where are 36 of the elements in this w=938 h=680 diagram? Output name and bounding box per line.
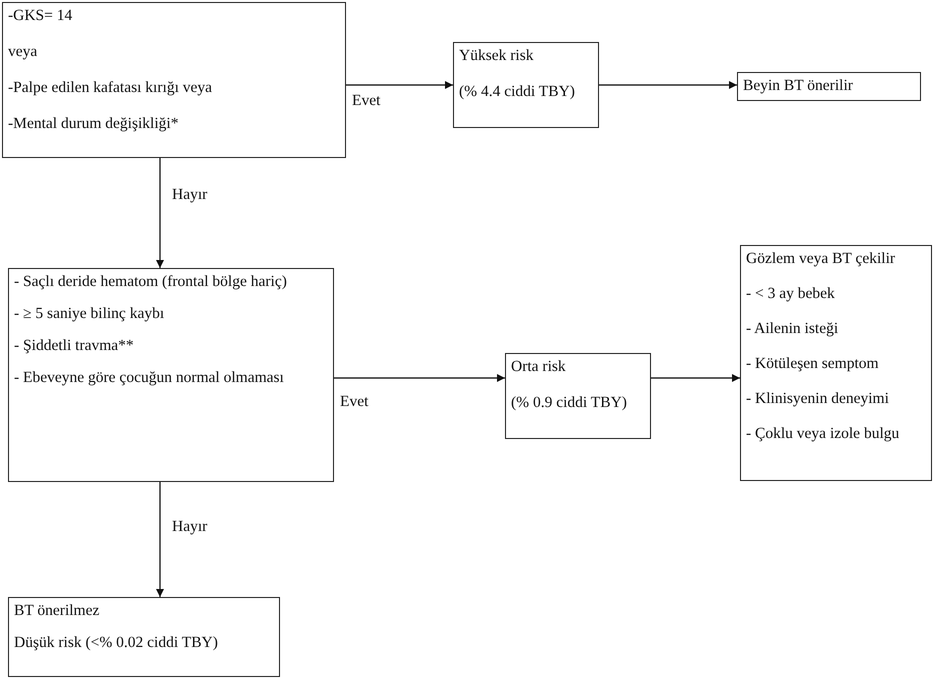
arrow xyxy=(156,482,164,597)
edge-label: Hayır xyxy=(172,518,208,536)
text-box xyxy=(737,72,921,101)
box-text: - Klinisyenin deneyimi xyxy=(746,389,890,409)
box-text: -Mental durum değişikliği* xyxy=(8,114,180,134)
edge-label: Hayır xyxy=(172,186,208,204)
box-text: - < 3 ay bebek xyxy=(746,284,836,304)
arrow xyxy=(156,158,164,268)
box-text: Orta risk xyxy=(511,357,567,377)
box-text: BT önerilmez xyxy=(14,601,100,621)
box-text: - Ebeveyne göre çocuğun normal olmaması xyxy=(14,368,285,388)
text-box xyxy=(505,353,651,439)
box-text: - Çoklu veya izole bulgu xyxy=(746,424,900,444)
box-text: - ≥ 5 saniye bilinç kaybı xyxy=(14,304,166,324)
box-text: - Kötüleşen semptom xyxy=(746,354,880,374)
box-text: (% 4.4 ciddi TBY) xyxy=(459,82,576,102)
box-text: -Palpe edilen kafatası kırığı veya xyxy=(8,78,214,98)
text-box xyxy=(8,268,334,482)
box-text: Gözlem veya BT çekilir xyxy=(746,249,896,269)
box-text: -GKS= 14 xyxy=(8,6,74,26)
text-box xyxy=(8,597,280,677)
box-text: veya xyxy=(8,42,38,62)
box-text: Düşük risk (<% 0.02 ciddi TBY) xyxy=(14,633,219,653)
box-text: Beyin BT önerilir xyxy=(743,76,854,96)
arrow xyxy=(651,374,740,382)
arrow xyxy=(599,81,737,89)
text-box xyxy=(453,42,599,128)
box-text: - Şiddetli travma** xyxy=(14,336,135,356)
box-text: (% 0.9 ciddi TBY) xyxy=(511,393,628,413)
arrow xyxy=(334,374,505,382)
box-text: - Saçlı deride hematom (frontal bölge hariç) xyxy=(14,272,288,292)
box-text: - Ailenin isteği xyxy=(746,319,840,339)
box-text: Yüksek risk xyxy=(459,46,534,66)
text-box xyxy=(740,245,932,481)
arrow xyxy=(346,81,453,89)
text-box xyxy=(2,2,346,158)
